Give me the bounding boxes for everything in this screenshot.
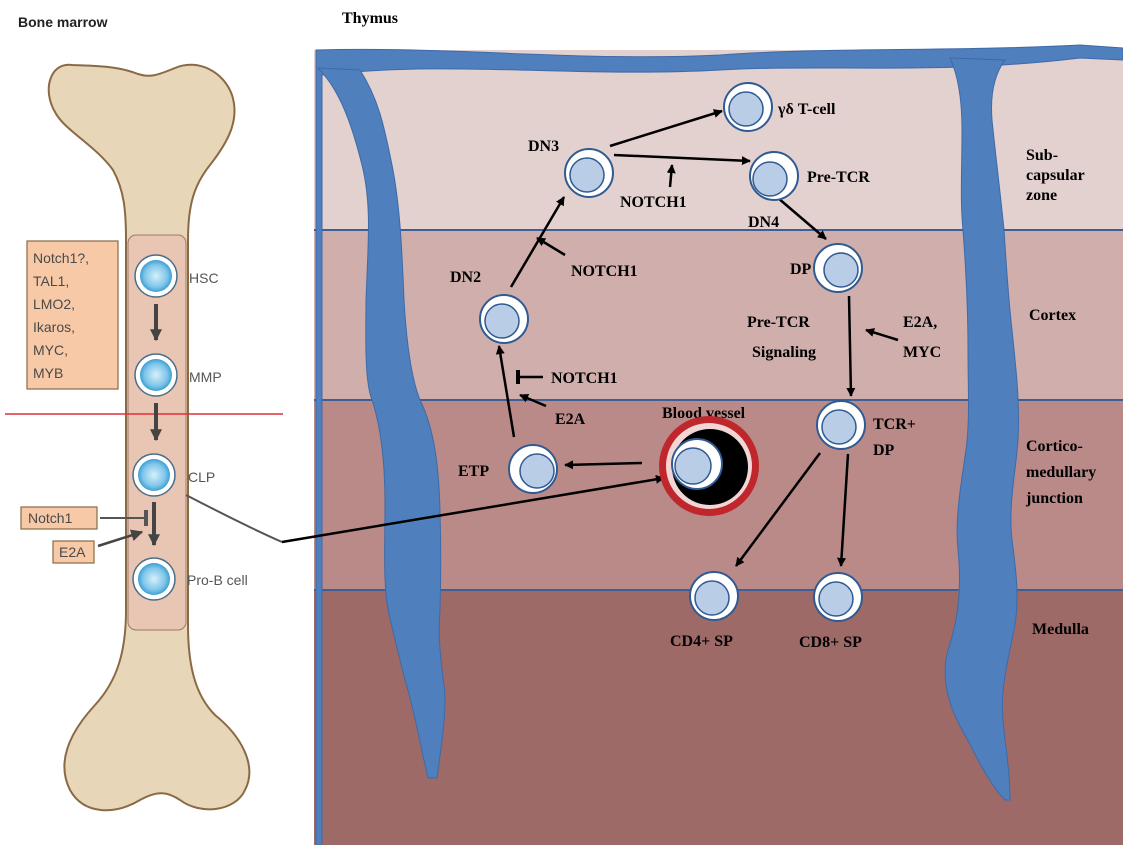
factor-item: Ikaros,	[33, 319, 75, 335]
mmp-label: MMP	[189, 369, 222, 385]
cd4-sp-label: CD4+ SP	[670, 633, 733, 650]
notch1-label: NOTCH1	[571, 263, 638, 280]
factor-item: LMO2,	[33, 296, 75, 312]
pro-b-label: Pro-B cell	[187, 572, 248, 588]
notch1-bm-label: Notch1	[28, 510, 73, 526]
dn4-label: DN4	[748, 214, 779, 231]
zone-label-subcapsular: capsular	[1026, 167, 1085, 184]
pretcr-signaling-label: Pre-TCR	[747, 314, 810, 331]
hsc-label: HSC	[189, 270, 219, 286]
zone-label-cmj: Cortico-	[1026, 438, 1083, 455]
e2a-label: E2A	[555, 411, 586, 428]
bone-marrow-panel: Bone marrow Notch1?, TAL1, LMO2, Ikaros,…	[5, 14, 283, 810]
e2a-bm-label: E2A	[59, 544, 86, 560]
pro-b-cell: Pro-B cell	[133, 558, 248, 600]
clp-connector	[186, 495, 282, 542]
dp-label: DP	[790, 261, 812, 278]
zone-label-cortex: Cortex	[1029, 307, 1076, 324]
gd-t-cell-label: γδ T-cell	[777, 101, 836, 118]
bone-marrow-title: Bone marrow	[18, 14, 108, 30]
zone-label-cmj: junction	[1025, 490, 1083, 507]
thymus-title: Thymus	[342, 10, 398, 27]
etp-label: ETP	[458, 463, 489, 480]
zone-label-subcapsular: Sub-	[1026, 147, 1058, 164]
zone-label-cmj: medullary	[1026, 464, 1096, 481]
factor-item: MYB	[33, 365, 63, 381]
factor-item: TAL1,	[33, 273, 69, 289]
zone-label-subcapsular: zone	[1026, 187, 1057, 204]
dn3-label: DN3	[528, 138, 559, 155]
thymus-panel: Thymus Sub- capsular zone Cortex Cortico…	[282, 10, 1123, 845]
tcr-dp-label: TCR+	[873, 416, 916, 433]
factor-item: MYC,	[33, 342, 68, 358]
dn2-label: DN2	[450, 269, 481, 286]
e2a-myc-label: E2A,	[903, 314, 937, 331]
blood-vessel: Blood vessel	[659, 405, 759, 516]
tcr-dp-label: DP	[873, 442, 895, 459]
cd8-sp-label: CD8+ SP	[799, 634, 862, 651]
factor-item: Notch1?,	[33, 250, 89, 266]
transcription-factor-box: Notch1?, TAL1, LMO2, Ikaros, MYC, MYB	[27, 241, 118, 389]
clp-label: CLP	[188, 469, 215, 485]
notch1-label: NOTCH1	[620, 194, 687, 211]
notch1-label: NOTCH1	[551, 370, 618, 387]
pretcr-signaling-label: Signaling	[752, 344, 816, 361]
zone-label-medulla: Medulla	[1032, 621, 1089, 638]
pre-tcr-label: Pre-TCR	[807, 169, 870, 186]
e2a-myc-label: MYC	[903, 344, 941, 361]
